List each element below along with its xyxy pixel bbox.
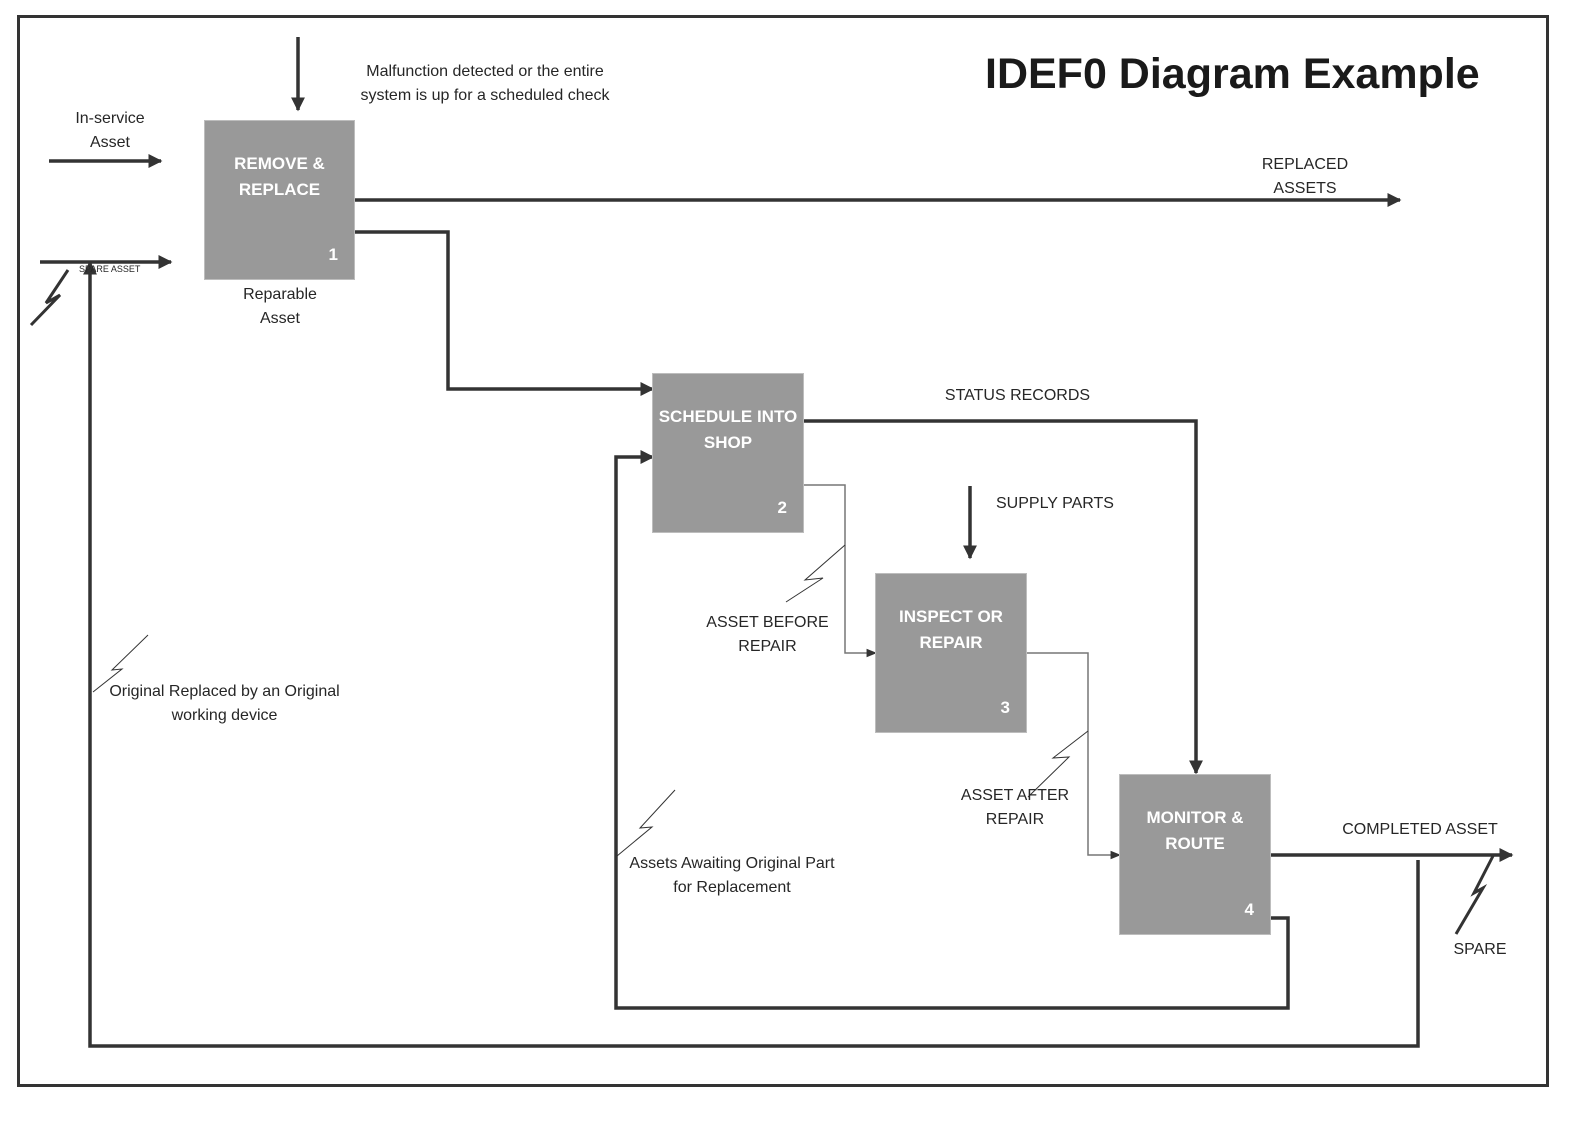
label-completed-asset: COMPLETED ASSET (1342, 821, 1498, 838)
label-reparable-asset: Reparable Asset (243, 286, 317, 327)
activity-label: SCHEDULE INTO SHOP (658, 407, 798, 452)
label-asset-after-repair: ASSET AFTER REPAIR (960, 787, 1070, 828)
activity-box-inspect-or-repair[interactable]: INSPECT OR REPAIR 3 (875, 573, 1027, 733)
squiggle-spare-asset (29, 269, 70, 327)
diagram-frame (17, 15, 1549, 1087)
label-supply-parts: SUPPLY PARTS (996, 495, 1114, 512)
label-replaced-assets: REPLACED ASSETS (1261, 156, 1349, 197)
label-spare-asset: SPARE ASSET (79, 264, 141, 274)
flow-arrow-reparable-asset (355, 230, 655, 396)
label-malfunction: Malfunction detected or the entire syste… (360, 63, 610, 104)
label-spare: SPARE (1453, 941, 1507, 958)
feedback-arrow-original-replaced (83, 260, 1420, 1048)
label-assets-awaiting: Assets Awaiting Original Part for Replac… (629, 855, 835, 896)
label-status-records: STATUS RECORDS (944, 387, 1091, 404)
activity-box-schedule-into-shop[interactable]: SCHEDULE INTO SHOP 2 (652, 373, 804, 533)
flow-arrow-asset-before-repair (803, 484, 878, 658)
page-title: IDEF0 Diagram Example (985, 50, 1480, 98)
label-original-replaced: Original Replaced by an Original working… (109, 683, 340, 724)
feedback-arrow-awaiting-parts (614, 450, 1290, 1010)
activity-number: 4 (1244, 900, 1254, 919)
activity-label: MONITOR & ROUTE (1146, 808, 1244, 853)
activity-box-monitor-route[interactable]: MONITOR & ROUTE 4 (1119, 774, 1271, 935)
squiggle-spare (1454, 855, 1495, 935)
squiggle-asset-after-repair (1027, 730, 1089, 798)
squiggle-original-replaced (92, 634, 149, 693)
activity-number: 1 (328, 245, 338, 264)
activity-number: 2 (777, 498, 787, 517)
label-asset-before-repair: ASSET BEFORE REPAIR (706, 614, 829, 655)
flow-arrow-status-records (803, 419, 1203, 775)
activity-box-remove-replace[interactable]: REMOVE & REPLACE 1 (204, 120, 355, 280)
activity-label: REMOVE & REPLACE (234, 154, 325, 199)
flow-arrow-asset-after-repair (1027, 652, 1122, 860)
activity-label: INSPECT OR REPAIR (899, 607, 1003, 652)
squiggle-asset-before-repair (785, 544, 846, 603)
label-in-service-asset: In-service Asset (75, 110, 145, 151)
activity-number: 3 (1000, 698, 1010, 717)
squiggle-assets-awaiting (616, 789, 676, 857)
